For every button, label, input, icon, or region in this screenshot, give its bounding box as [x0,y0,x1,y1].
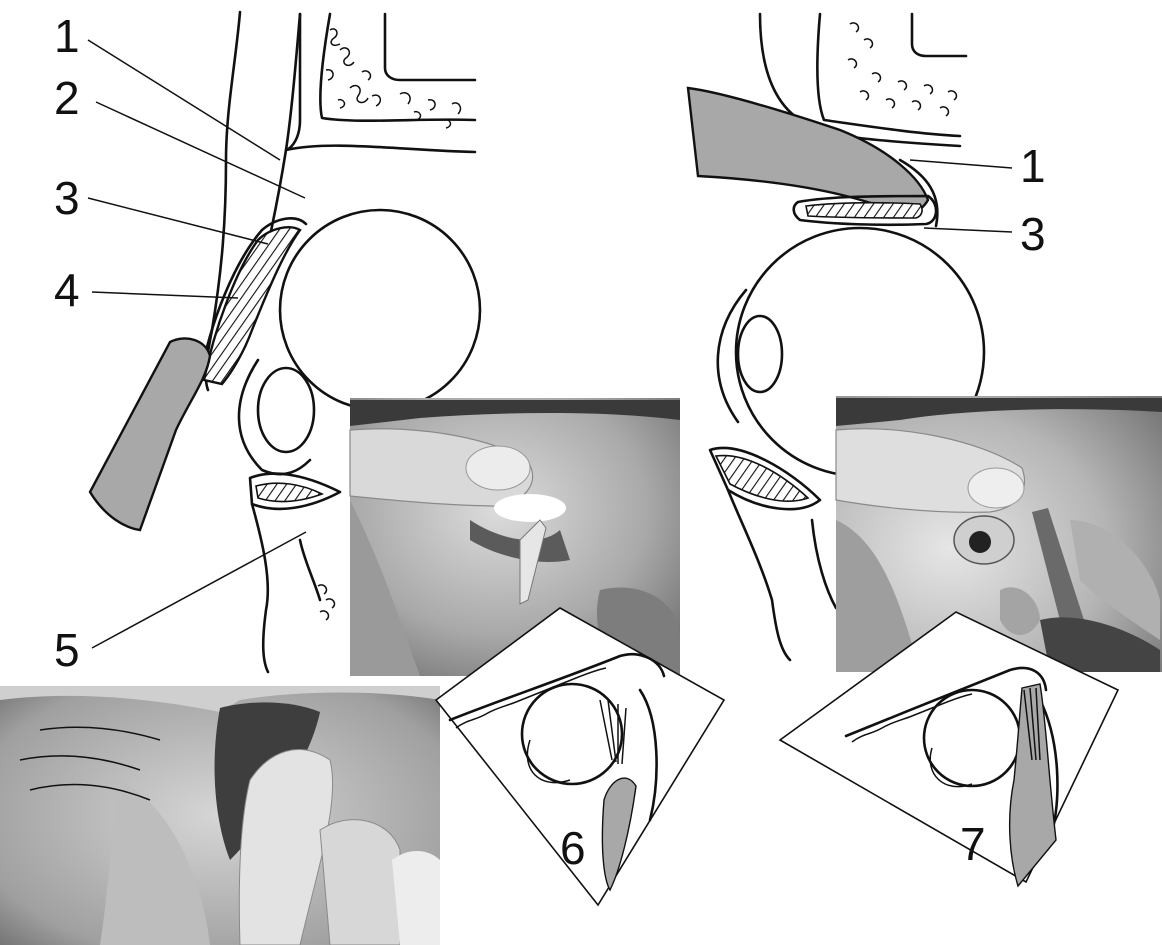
label-right-3: 3 [1020,208,1046,260]
eyelid-eversion-with-forceps-photo [836,396,1162,672]
label-left-5: 5 [54,624,80,676]
right-leader-line-3 [924,228,1012,232]
leader-line-5 [92,532,306,648]
eyeball [280,210,480,410]
glass-rod-instrument [90,338,210,530]
lens [258,368,314,452]
tarsal-plate [204,227,300,384]
eyelid-eversion-with-probe-photo [350,398,680,676]
label-6: 6 [560,822,586,874]
lower-eyelid-pull-photo [0,686,440,945]
retractor-instrument [688,88,928,213]
label-left-4: 4 [54,264,80,316]
label-left-2: 2 [54,72,80,124]
leader-line-2 [96,102,305,198]
label-7: 7 [960,818,986,870]
label-left-3: 3 [54,172,80,224]
right-lens [738,316,782,392]
right-leader-line-1 [910,160,1012,168]
label-right-1: 1 [1020,140,1046,192]
label-left-1: 1 [54,10,80,62]
right-tarsal-plate [806,203,922,218]
leader-line-3 [88,198,268,244]
orbital-bone [286,14,475,152]
